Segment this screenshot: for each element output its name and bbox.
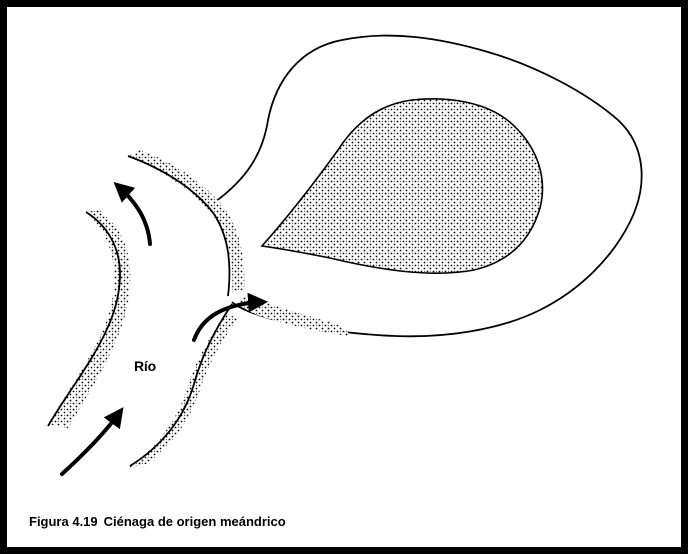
river-lower-right-bank xyxy=(130,304,232,466)
inner-pond xyxy=(262,99,542,273)
caption-number: Figura 4.19 xyxy=(29,514,98,529)
arrow-icon xyxy=(118,186,150,244)
left-bank-sediment xyxy=(48,210,130,428)
river-label: Río xyxy=(134,358,156,374)
lower-right-bank-sediment xyxy=(128,314,238,468)
figure-caption: Figura 4.19 Ciénaga de origen meándrico xyxy=(29,514,286,529)
caption-text: Ciénaga de origen meándrico xyxy=(104,514,286,529)
